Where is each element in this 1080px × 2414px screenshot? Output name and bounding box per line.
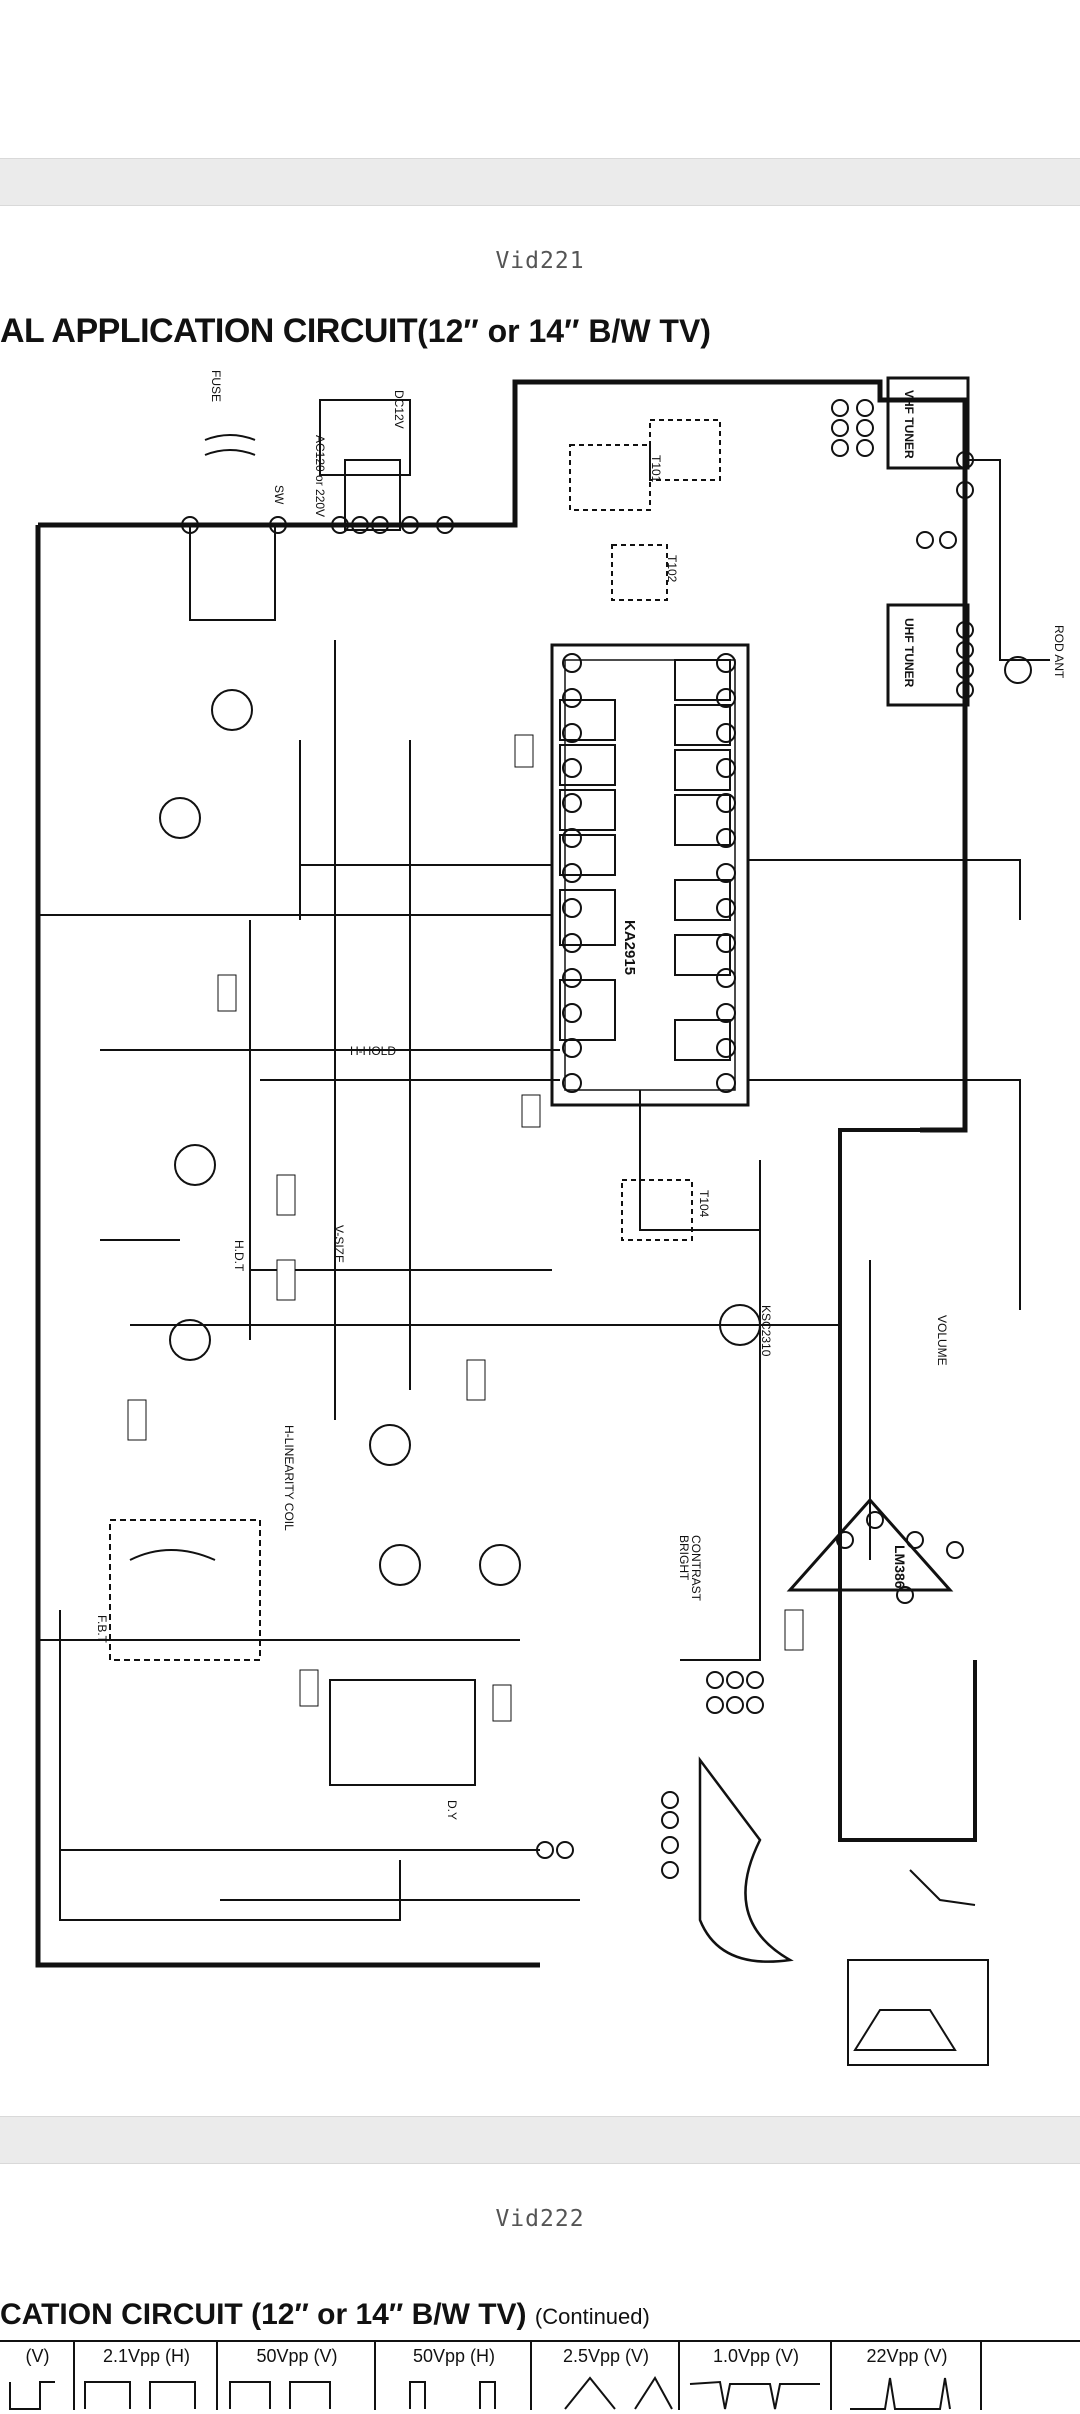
waveform-label: 2.5Vpp (V) (562, 2346, 650, 2366)
bright-label: BRIGHT (677, 1535, 691, 1581)
waveform-cell: 1.0Vpp (V) (678, 2342, 832, 2410)
page-label: Vid221 (495, 248, 585, 274)
wf-box (492, 1684, 512, 1722)
waveform-label: 22Vpp (V) (866, 2346, 948, 2366)
volume-label: VOLUME (935, 1315, 949, 1366)
waveform-cell: 50Vpp (H) (374, 2342, 532, 2410)
wf-box (276, 1174, 296, 1216)
h-hold-label: H-HOLD (350, 1044, 396, 1058)
wf-box (514, 734, 534, 768)
lm386-label: LM386 (892, 1545, 908, 1589)
waveform-cell: 22Vpp (V) (830, 2342, 982, 2410)
waveform-cell: 2.5Vpp (V) (530, 2342, 680, 2410)
vhf-tuner-label: VHF TUNER (902, 390, 916, 459)
uhf-tuner-label: UHF TUNER (902, 618, 916, 688)
ksc2310-label: KSC2310 (759, 1305, 773, 1357)
ac-input-label: AC120 or 220V (313, 435, 327, 517)
hdt-label: H.D.T (232, 1240, 246, 1272)
waveform-label: 1.0Vpp (V) (712, 2346, 800, 2366)
schematic-diagram: KA2915 VHF TUNER UHF TUNER ROD ANT FUSE … (35, 370, 1066, 2066)
h-linearity-coil-label: H-LINEARITY COIL (282, 1425, 296, 1531)
fbt-label: F.B.T (95, 1615, 109, 1644)
waveform-label: 2.1Vpp (H) (102, 2346, 191, 2366)
waveform-label: 50Vpp (V) (256, 2346, 338, 2366)
t101-label: T101 (649, 455, 663, 483)
page-title: AL APPLICATION CIRCUIT(12″ or 14″ B/W TV… (0, 312, 711, 351)
ic-label: KA2915 (621, 920, 638, 975)
wf-box (466, 1359, 486, 1401)
page-title-2-suffix: (Continued) (534, 2304, 650, 2329)
switch-label: SW (272, 485, 286, 505)
rod-ant-label: ROD ANT (1052, 625, 1066, 679)
t104-label: T104 (697, 1190, 711, 1218)
page-separator-top (0, 158, 1080, 206)
page-title-main: AL APPLICATION CIRCUIT (0, 312, 418, 350)
wf-box (784, 1609, 804, 1651)
dy-label: D.Y (445, 1800, 459, 1820)
page-label-2: Vid222 (495, 2206, 585, 2232)
waveform-cell (980, 2342, 1080, 2410)
t102-label: T102 (665, 555, 679, 583)
dc-input-label: DC12V (392, 390, 406, 429)
waveform-table: (V) 2.1Vpp (H) 50Vpp (V) 50Vpp (H) 2.5Vp… (0, 2340, 1080, 2410)
wf-box (299, 1669, 319, 1707)
wf-box (127, 1399, 147, 1441)
wf-box (217, 974, 237, 1012)
page-title-suffix: (12″ or 14″ B/W TV) (417, 313, 711, 349)
waveform-traces (9, 2376, 951, 2410)
page-separator-bottom (0, 2116, 1080, 2164)
page-title-2: CATION CIRCUIT (12″ or 14″ B/W TV) (Cont… (0, 2298, 650, 2332)
wf-box (521, 1094, 541, 1128)
wf-box (276, 1259, 296, 1301)
waveform-cell: (V) (0, 2342, 75, 2410)
waveform-cell: 2.1Vpp (H) (73, 2342, 218, 2410)
waveform-label: 50Vpp (H) (412, 2346, 496, 2366)
waveform-label: (V) (25, 2346, 50, 2366)
contrast-label: CONTRAST (689, 1535, 703, 1602)
v-size-label: V-SIZE (332, 1225, 346, 1263)
waveform-cell: 50Vpp (V) (216, 2342, 376, 2410)
fuse-label: FUSE (209, 370, 223, 402)
page-title-2-main: CATION CIRCUIT (12″ or 14″ B/W TV) (0, 2298, 527, 2331)
